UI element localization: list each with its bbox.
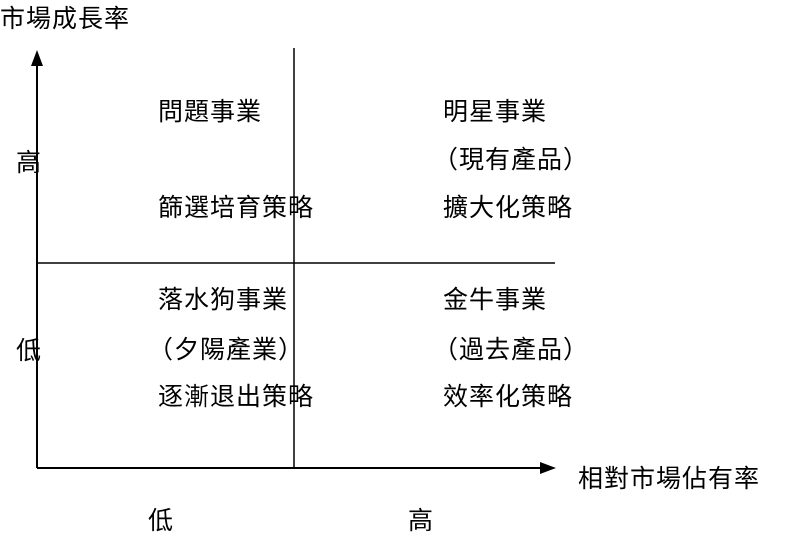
star-title: 明星事業 (443, 97, 548, 126)
star-strategy: 擴大化策略 (443, 193, 574, 222)
x-axis-arrow-icon (540, 462, 556, 474)
question-title: 問題事業 (158, 97, 263, 126)
y-low-label: 低 (16, 336, 43, 365)
dog-strategy: 逐漸退出策略 (158, 382, 315, 411)
cow-title: 金牛事業 (443, 285, 548, 314)
y-axis-title: 市場成長率 (0, 4, 131, 33)
cow-note: （過去產品） (433, 335, 590, 364)
x-low-label: 低 (148, 506, 175, 535)
dog-title: 落水狗事業 (158, 285, 289, 314)
y-axis-arrow-icon (31, 50, 43, 66)
star-note: （現有產品） (433, 145, 590, 174)
x-axis-title: 相對市場佔有率 (578, 464, 761, 493)
cow-strategy: 效率化策略 (443, 382, 574, 411)
question-strategy: 篩選培育策略 (158, 193, 315, 222)
dog-note: （夕陽產業） (148, 335, 305, 364)
x-high-label: 高 (408, 506, 435, 535)
y-high-label: 高 (16, 148, 43, 177)
